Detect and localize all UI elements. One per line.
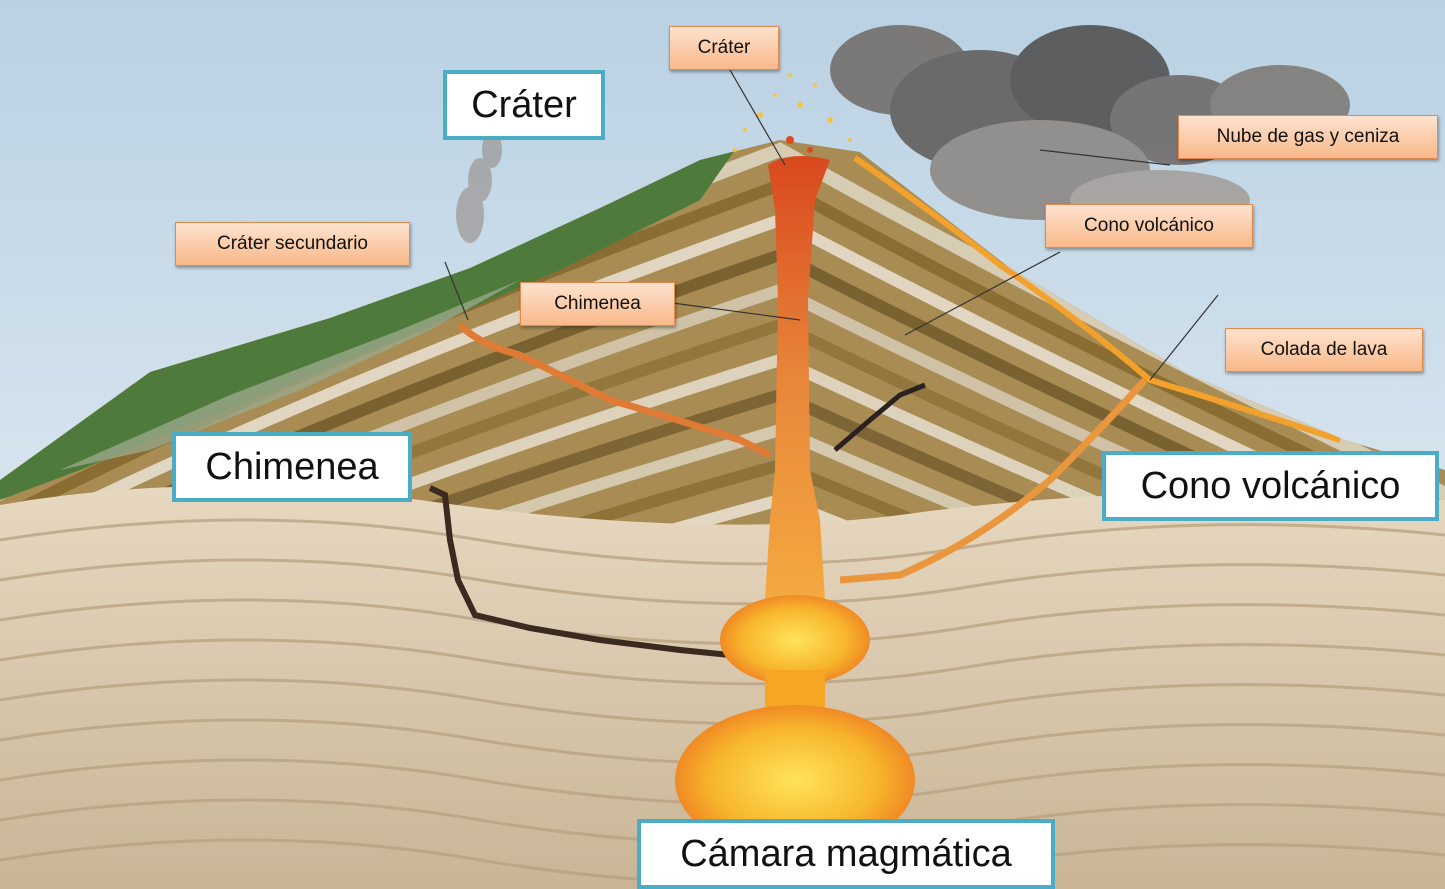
label-crater: Cráter [669, 26, 779, 70]
answer-crater: Cráter [443, 70, 605, 140]
label-secondary-crater: Cráter secundario [175, 222, 410, 266]
answer-chimney: Chimenea [172, 432, 412, 502]
answer-magma-chamber: Cámara magmática [637, 819, 1055, 889]
label-chimney: Chimenea [520, 282, 675, 326]
answer-volcanic-cone: Cono volcánico [1102, 451, 1439, 521]
label-gas-cloud: Nube de gas y ceniza [1178, 115, 1438, 159]
label-volcanic-cone: Cono volcánico [1045, 204, 1253, 248]
label-lava-flow: Colada de lava [1225, 328, 1423, 372]
